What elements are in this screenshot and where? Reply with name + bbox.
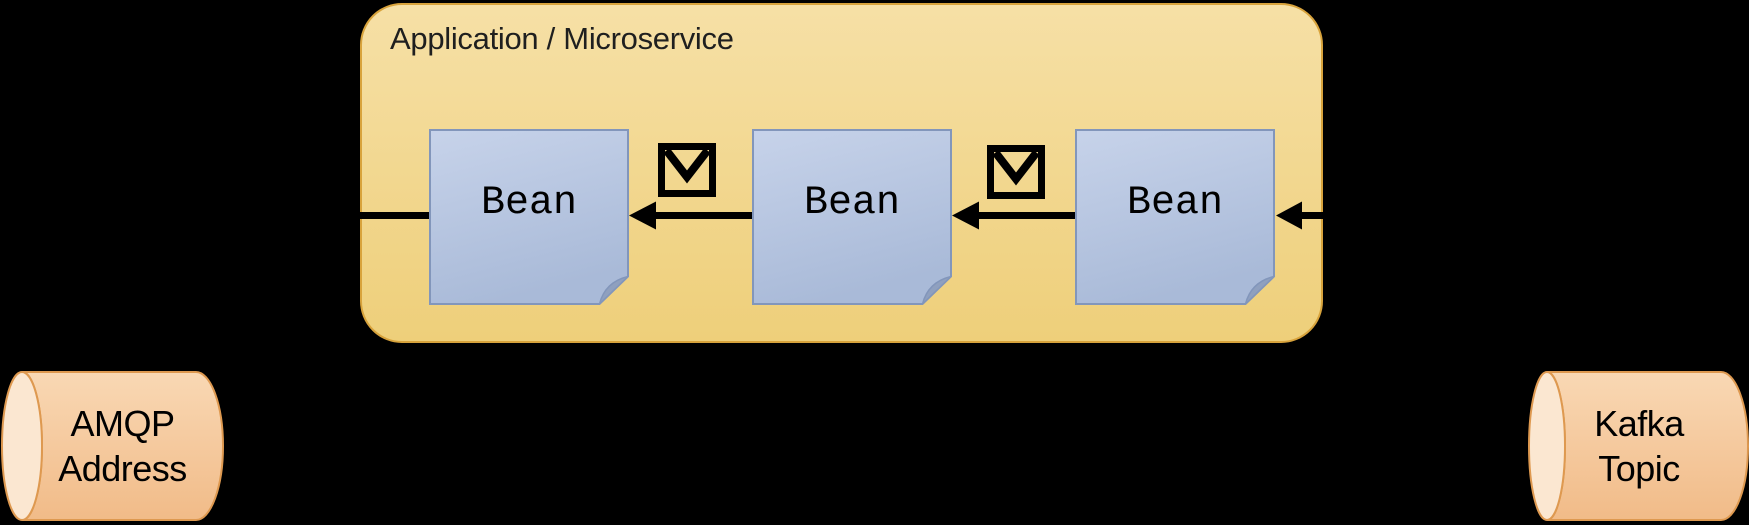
bean-note-shape — [752, 129, 952, 305]
bean-note-shape — [429, 129, 629, 305]
amqp-address-cylinder — [1, 371, 224, 521]
kafka-topic-cylinder — [1528, 371, 1749, 521]
bean-label: Bean — [803, 181, 900, 226]
bean-note-shape — [1075, 129, 1275, 305]
bean-label: Bean — [1126, 181, 1223, 226]
message-envelope-icon — [658, 143, 716, 197]
bean-label: Bean — [480, 181, 577, 226]
application-title: Application / Microservice — [390, 21, 734, 56]
kafka-topic-label: Kafka Topic — [1529, 372, 1749, 520]
flow-arrow-bean2-to-bean1 — [629, 201, 752, 230]
kafka-topic-label-line2: Topic — [1598, 448, 1680, 489]
flow-arrow-kafka-to-bean3 — [1276, 201, 1530, 230]
kafka-topic-label-line1: Kafka — [1594, 403, 1684, 444]
amqp-address-label-line1: AMQP — [70, 403, 175, 444]
message-envelope-icon — [987, 145, 1045, 199]
flow-arrow-bean3-to-bean2 — [952, 201, 1075, 230]
amqp-address-label-line2: Address — [58, 448, 187, 489]
amqp-address-label: AMQP Address — [22, 372, 223, 520]
